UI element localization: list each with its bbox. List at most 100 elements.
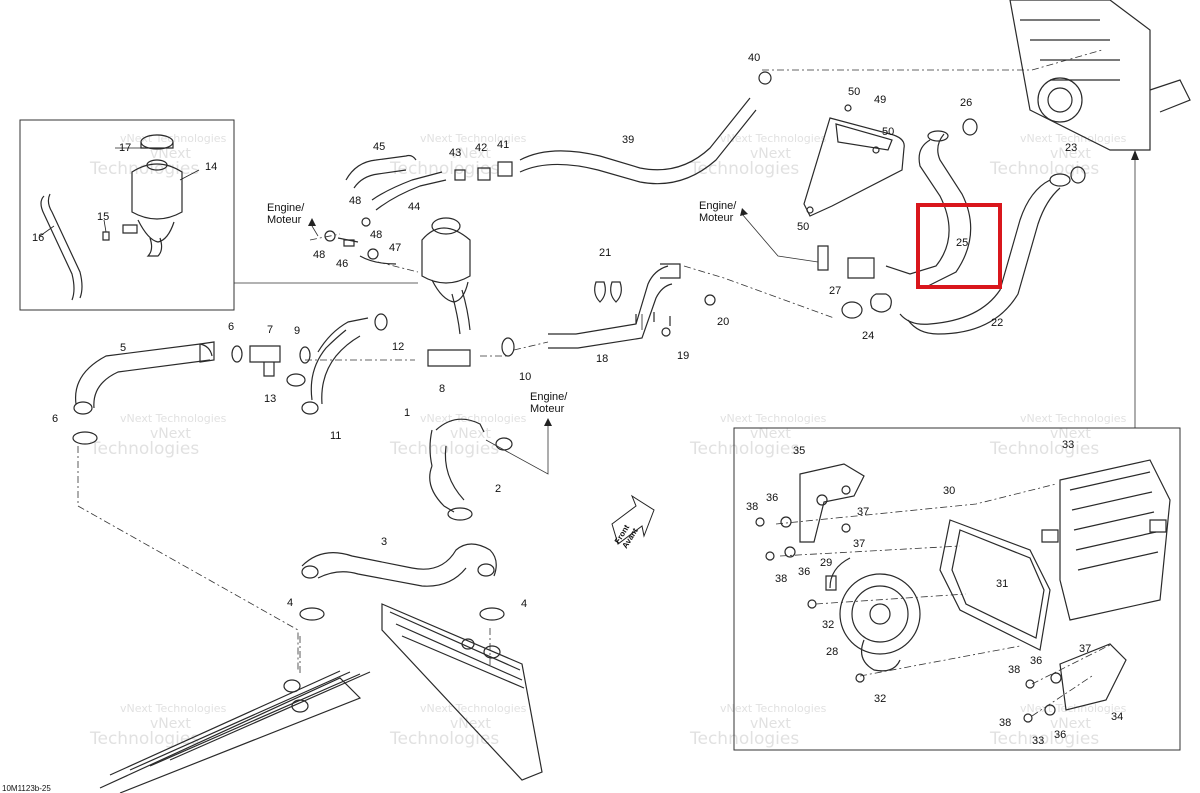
watermark-line2: Technologies xyxy=(89,159,199,179)
callout-36: 36 xyxy=(798,566,810,578)
diagram-code: 10M1123b-25 xyxy=(2,784,51,793)
callout-48: 48 xyxy=(313,249,325,261)
engine-label-left-line2: Moteur xyxy=(267,214,302,226)
watermark-small: vNext Technologies xyxy=(120,702,227,715)
watermark-small: vNext Technologies xyxy=(1020,412,1127,425)
callout-4: 4 xyxy=(521,598,527,610)
engine-label-center-line2: Moteur xyxy=(530,403,565,415)
callout-22: 22 xyxy=(991,317,1003,329)
callout-9: 9 xyxy=(294,325,300,337)
callout-48: 48 xyxy=(349,195,361,207)
callout-46: 46 xyxy=(336,258,348,270)
callout-33: 33 xyxy=(1062,439,1074,451)
callout-50: 50 xyxy=(797,221,809,233)
radiator-bottom xyxy=(99,603,543,793)
watermark-line1: vNext xyxy=(750,426,791,442)
callout-43: 43 xyxy=(449,147,461,159)
watermark-line1: vNext xyxy=(150,146,191,162)
engine-arrows xyxy=(308,208,819,475)
callout-50: 50 xyxy=(882,126,894,138)
callout-3: 3 xyxy=(381,536,387,548)
watermark-small: vNext Technologies xyxy=(720,702,827,715)
callout-32: 32 xyxy=(822,619,834,631)
watermark-small: vNext Technologies xyxy=(420,702,527,715)
watermark-line2: Technologies xyxy=(389,159,499,179)
callout-48: 48 xyxy=(370,229,382,241)
callout-38: 38 xyxy=(775,573,787,585)
engine-label-left-line1: Engine/ xyxy=(267,202,305,214)
watermark-line1: vNext xyxy=(150,426,191,442)
callout-45: 45 xyxy=(373,141,385,153)
callout-50: 50 xyxy=(848,86,860,98)
engine-label-right-line1: Engine/ xyxy=(699,200,737,212)
callout-23: 23 xyxy=(1065,142,1077,154)
watermark-line2: Technologies xyxy=(989,159,1099,179)
callout-15: 15 xyxy=(97,211,109,223)
watermark-line1: vNext xyxy=(1050,716,1091,732)
callout-36: 36 xyxy=(766,492,778,504)
callout-16: 16 xyxy=(32,232,44,244)
watermark-line1: vNext xyxy=(450,716,491,732)
callout-41: 41 xyxy=(497,139,509,151)
callout-42: 42 xyxy=(475,142,487,154)
callout-4: 4 xyxy=(287,597,293,609)
watermark-small: vNext Technologies xyxy=(420,412,527,425)
callout-26: 26 xyxy=(960,97,972,109)
callout-33: 33 xyxy=(1032,735,1044,747)
callout-8: 8 xyxy=(439,383,445,395)
callout-47: 47 xyxy=(389,242,401,254)
watermark-line1: vNext xyxy=(450,146,491,162)
callout-17: 17 xyxy=(119,142,131,154)
watermark-line2: Technologies xyxy=(89,729,199,749)
engine-label-left: Engine/ Moteur xyxy=(267,202,305,226)
callout-5: 5 xyxy=(120,342,126,354)
callout-1: 1 xyxy=(404,407,410,419)
callout-32: 32 xyxy=(874,693,886,705)
callout-28: 28 xyxy=(826,646,838,658)
callout-31: 31 xyxy=(996,578,1008,590)
engine-label-center-line1: Engine/ xyxy=(530,391,568,403)
callout-14: 14 xyxy=(205,161,217,173)
watermark-layer: vNext TechnologiesvNextTechnologiesvNext… xyxy=(89,132,1127,749)
watermark-small: vNext Technologies xyxy=(1020,132,1127,145)
callout-38: 38 xyxy=(999,717,1011,729)
watermark-line1: vNext xyxy=(750,146,791,162)
callout-13: 13 xyxy=(264,393,276,405)
callout-25: 25 xyxy=(956,237,968,249)
watermark-line2: Technologies xyxy=(989,439,1099,459)
watermark-line1: vNext xyxy=(750,716,791,732)
engine-label-right-line2: Moteur xyxy=(699,212,734,224)
callout-40: 40 xyxy=(748,52,760,64)
hose-network xyxy=(72,71,772,621)
callout-11: 11 xyxy=(330,430,341,442)
inset-leader-fan-arrow xyxy=(1131,150,1139,160)
watermark-line2: Technologies xyxy=(689,729,799,749)
callout-2: 2 xyxy=(495,483,501,495)
callout-29: 29 xyxy=(820,557,832,569)
callout-37: 37 xyxy=(853,538,865,550)
callout-7: 7 xyxy=(267,324,273,336)
watermark-line1: vNext xyxy=(450,426,491,442)
callout-44: 44 xyxy=(408,201,420,213)
callout-18: 18 xyxy=(596,353,608,365)
watermark-line2: Technologies xyxy=(389,729,499,749)
callout-19: 19 xyxy=(677,350,689,362)
reservoir-inset-drawing xyxy=(39,134,200,301)
callout-20: 20 xyxy=(717,316,729,328)
upper-right-hoses xyxy=(803,0,1191,335)
callout-30: 30 xyxy=(943,485,955,497)
watermark-line1: vNext xyxy=(150,716,191,732)
watermark-small: vNext Technologies xyxy=(720,132,827,145)
callout-6: 6 xyxy=(52,413,58,425)
watermark-line2: Technologies xyxy=(389,439,499,459)
highlight-box-part-25 xyxy=(916,203,1002,289)
callout-35: 35 xyxy=(793,445,805,457)
inset-frame-reservoir xyxy=(19,119,235,311)
callout-39: 39 xyxy=(622,134,634,146)
watermark-small: vNext Technologies xyxy=(120,132,227,145)
front-arrow xyxy=(611,494,655,545)
callout-36: 36 xyxy=(1030,655,1042,667)
callout-27: 27 xyxy=(829,285,841,297)
